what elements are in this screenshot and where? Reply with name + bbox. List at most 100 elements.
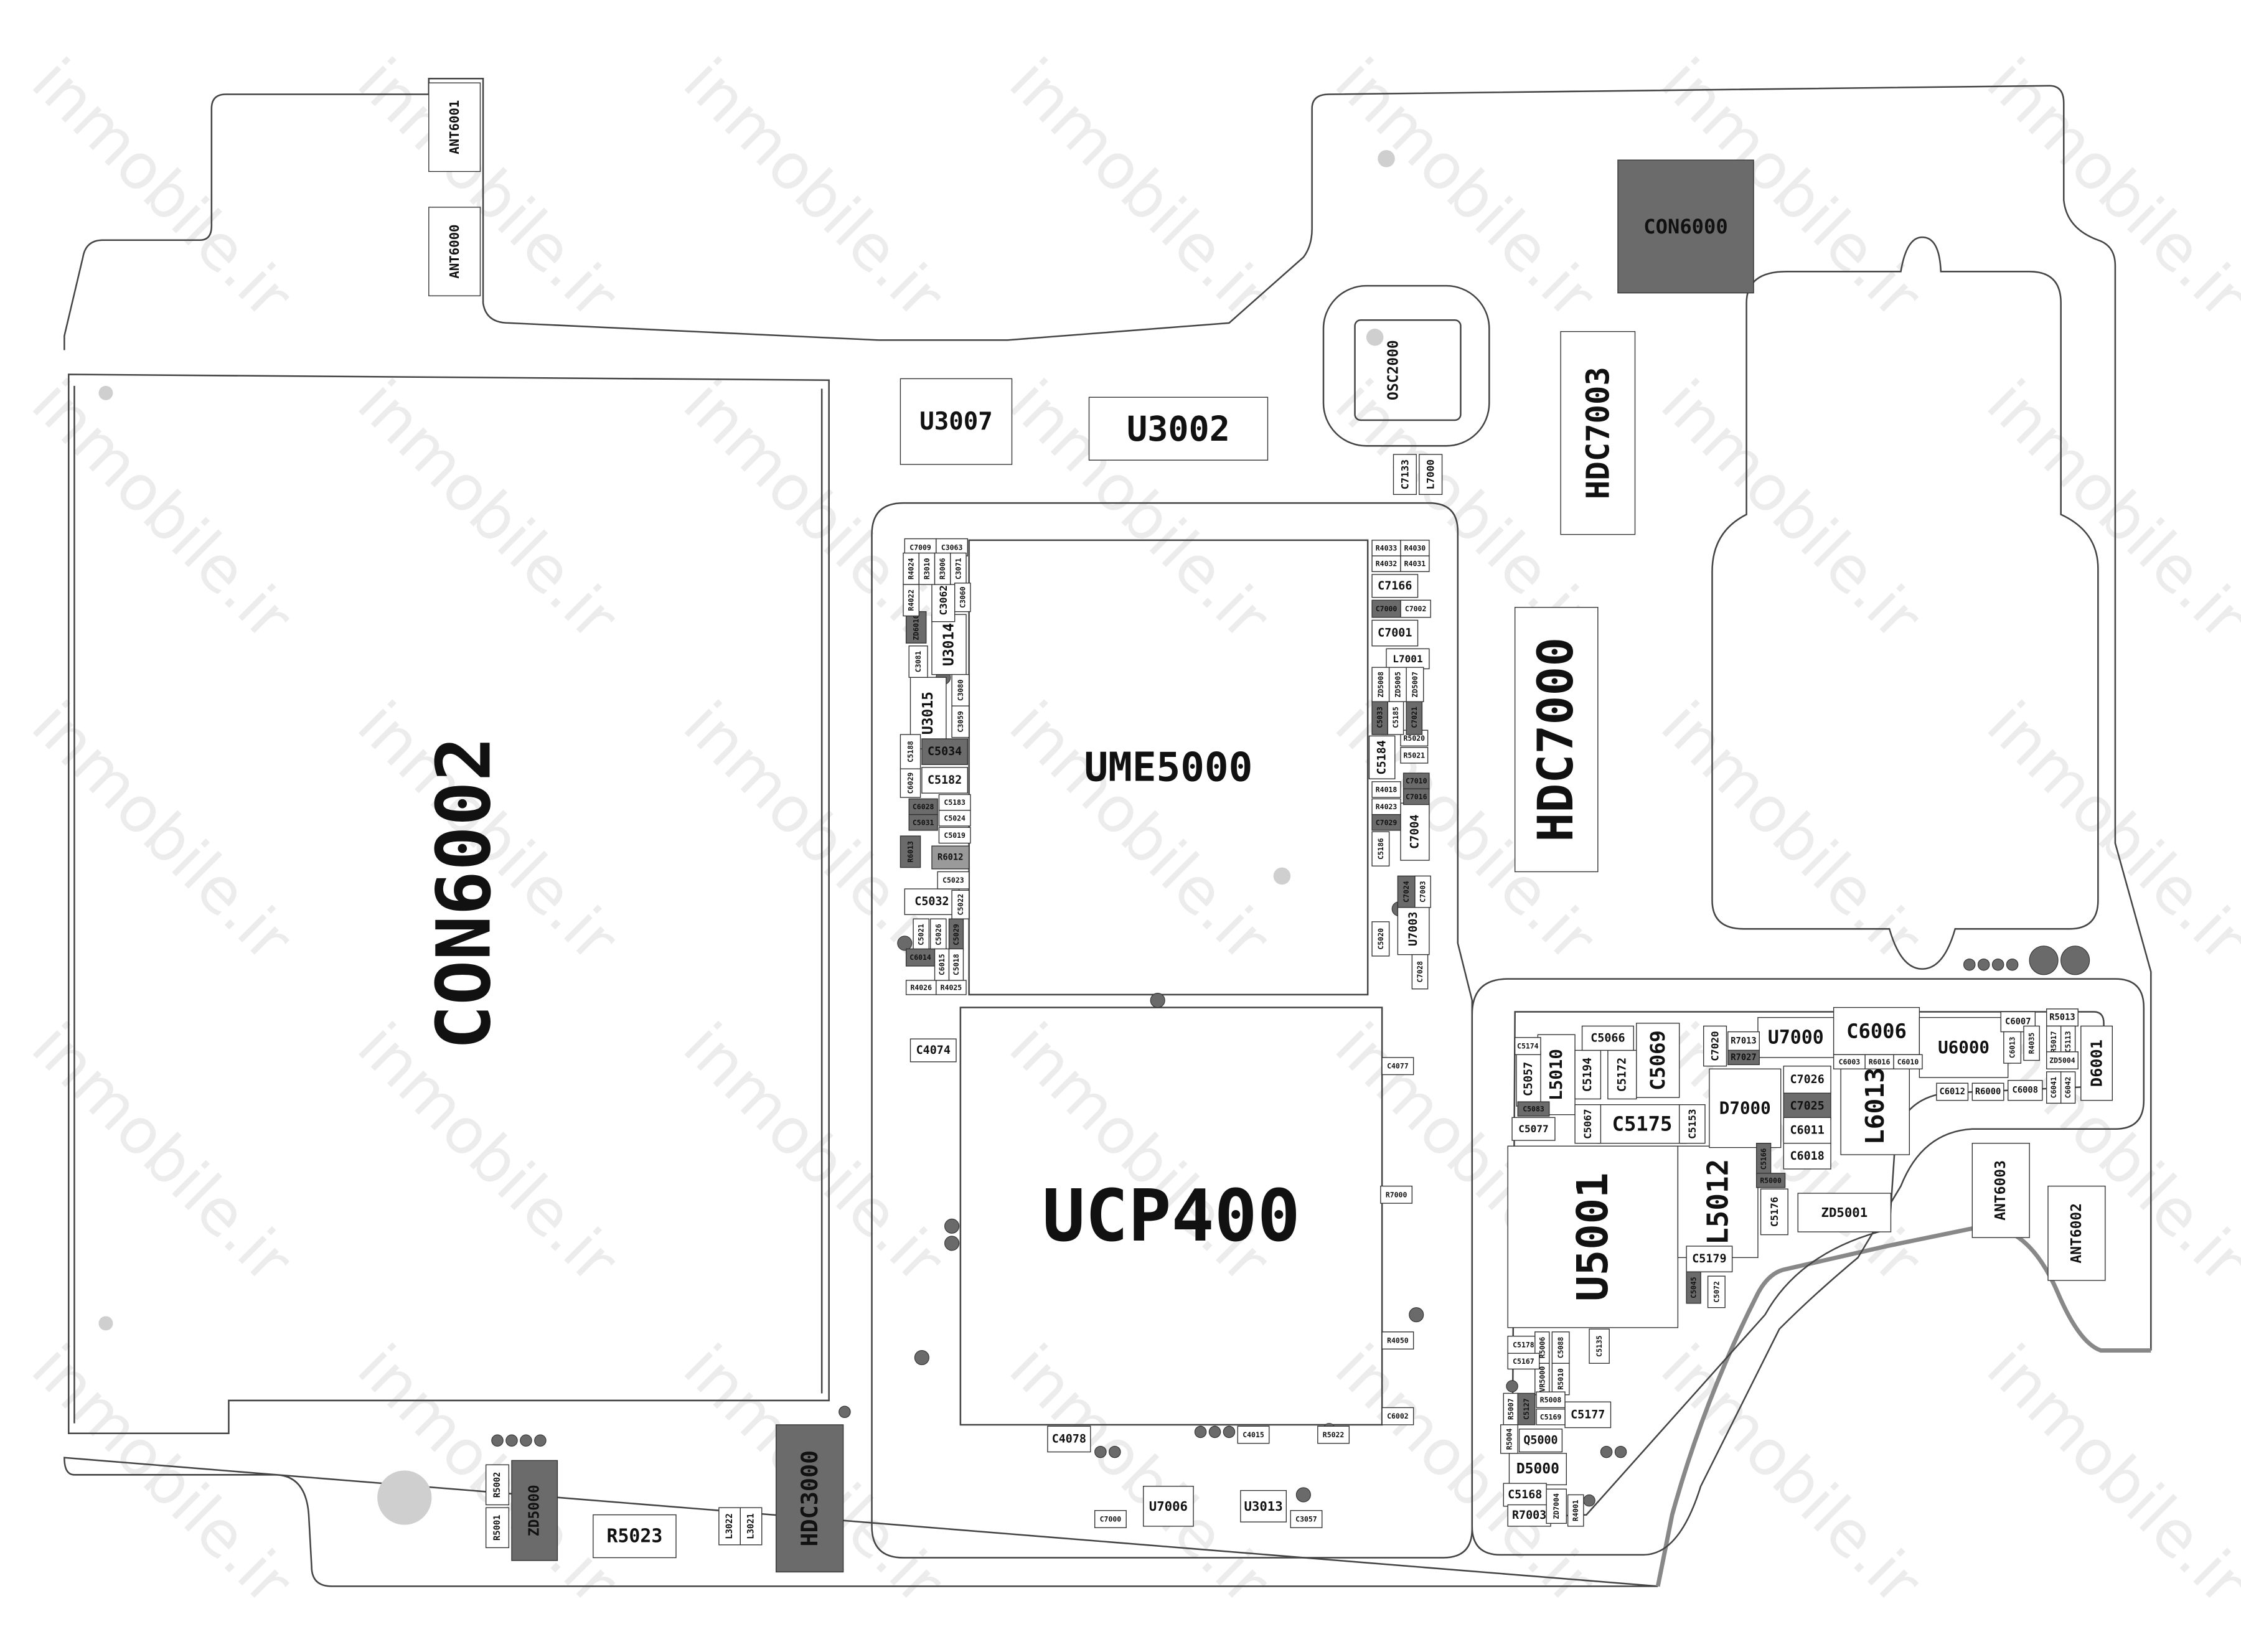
component-c5019[interactable]: C5019 — [938, 827, 971, 844]
component-c6002[interactable]: C6002 — [1381, 1407, 1414, 1425]
component-c6041[interactable]: C6041 — [2046, 1071, 2062, 1104]
component-c5023[interactable]: C5023 — [937, 871, 970, 889]
component-c5083[interactable]: C5083 — [1517, 1101, 1550, 1117]
component-r5022[interactable]: R5022 — [1317, 1425, 1350, 1444]
component-r5008[interactable]: R5008 — [1536, 1391, 1566, 1409]
component-l5012[interactable]: L5012 — [1677, 1145, 1759, 1259]
component-l3022[interactable]: L3022 — [718, 1507, 741, 1546]
component-c3060[interactable]: C3060 — [954, 583, 971, 612]
component-c7026[interactable]: C7026 — [1783, 1066, 1831, 1094]
component-c5184[interactable]: C5184 — [1368, 735, 1396, 779]
component-c4015[interactable]: C4015 — [1237, 1425, 1270, 1444]
component-c6013[interactable]: C6013 — [2003, 1031, 2022, 1064]
component-c5072[interactable]: C5072 — [1707, 1275, 1726, 1308]
component-r7000[interactable]: R7000 — [1380, 1185, 1413, 1204]
component-ume5000[interactable]: UME5000 — [1084, 744, 1252, 791]
component-r6013[interactable]: R6013 — [900, 835, 921, 868]
component-c5057[interactable]: C5057 — [1516, 1051, 1541, 1107]
component-r4001[interactable]: R4001 — [1567, 1494, 1584, 1527]
component-c5077[interactable]: C5077 — [1511, 1117, 1556, 1141]
component-r4030[interactable]: R4030 — [1400, 540, 1430, 556]
component-c7020[interactable]: C7020 — [1703, 1025, 1727, 1067]
component-r5002[interactable]: R5002 — [485, 1464, 510, 1506]
component-c7166[interactable]: C7166 — [1371, 574, 1419, 598]
component-d7000[interactable]: D7000 — [1709, 1068, 1782, 1148]
component-u7000[interactable]: U7000 — [1757, 1016, 1835, 1058]
component-l7001[interactable]: L7001 — [1386, 648, 1430, 670]
component-l6013[interactable]: L6013 — [1840, 1057, 1910, 1155]
component-c5172[interactable]: C5172 — [1607, 1049, 1637, 1100]
component-zd5007[interactable]: ZD5007 — [1406, 667, 1424, 702]
component-r4024[interactable]: R4024 — [903, 552, 919, 585]
component-c6011[interactable]: C6011 — [1783, 1117, 1831, 1144]
component-c5179[interactable]: C5179 — [1686, 1246, 1733, 1272]
component-c3081[interactable]: C3081 — [908, 645, 928, 678]
component-q5000[interactable]: Q5000 — [1518, 1429, 1563, 1453]
component-r5007[interactable]: R5007 — [1503, 1392, 1518, 1425]
component-r3010[interactable]: R3010 — [918, 552, 936, 585]
component-con6002[interactable]: CON6002 — [421, 736, 508, 1049]
component-c6014[interactable]: C6014 — [905, 948, 936, 967]
component-c7004[interactable]: C7004 — [1400, 802, 1430, 861]
component-c5186[interactable]: C5186 — [1371, 831, 1390, 866]
component-c5177[interactable]: C5177 — [1564, 1401, 1612, 1429]
component-c7016[interactable]: C7016 — [1402, 788, 1430, 805]
component-c7133[interactable]: C7133 — [1393, 454, 1417, 495]
component-r4050[interactable]: R4050 — [1381, 1331, 1414, 1349]
component-r4022[interactable]: R4022 — [903, 584, 919, 617]
component-c5175[interactable]: C5175 — [1597, 1104, 1687, 1144]
component-r4026[interactable]: R4026 — [905, 980, 937, 995]
component-r5010[interactable]: R5010 — [1551, 1363, 1570, 1396]
component-c5069[interactable]: C5069 — [1636, 1023, 1680, 1098]
component-zd5001[interactable]: ZD5001 — [1797, 1193, 1892, 1232]
component-c7028[interactable]: C7028 — [1411, 954, 1429, 990]
component-r4025[interactable]: R4025 — [936, 980, 967, 995]
component-c5127[interactable]: C5127 — [1517, 1392, 1536, 1425]
component-l3021[interactable]: L3021 — [740, 1507, 763, 1546]
component-zd5008[interactable]: ZD5008 — [1371, 667, 1390, 702]
component-c5166[interactable]: C5166 — [1755, 1142, 1772, 1175]
component-ant6000[interactable]: ANT6000 — [428, 207, 481, 296]
component-c5018[interactable]: C5018 — [948, 948, 964, 981]
component-c5169[interactable]: C5169 — [1536, 1409, 1566, 1425]
component-r5013[interactable]: R5013 — [2046, 1008, 2079, 1027]
component-r5017[interactable]: R5017 — [2046, 1025, 2062, 1058]
component-c6015[interactable]: C6015 — [934, 948, 950, 981]
component-c5153[interactable]: C5153 — [1678, 1104, 1706, 1144]
component-d6001[interactable]: D6001 — [2080, 1025, 2113, 1101]
component-c3057[interactable]: C3057 — [1290, 1510, 1323, 1528]
component-c5182[interactable]: C5182 — [921, 767, 969, 794]
component-c5194[interactable]: C5194 — [1574, 1049, 1602, 1100]
component-c7025[interactable]: C7025 — [1783, 1092, 1831, 1120]
component-c6042[interactable]: C6042 — [2060, 1071, 2076, 1104]
component-c5183[interactable]: C5183 — [938, 794, 971, 811]
component-r5000[interactable]: R5000 — [1755, 1173, 1786, 1188]
component-u7003[interactable]: U7003 — [1397, 903, 1430, 955]
component-zd5000[interactable]: ZD5000 — [511, 1460, 558, 1561]
component-r4023[interactable]: R4023 — [1371, 798, 1401, 815]
component-ucp400[interactable]: UCP400 — [1042, 1175, 1300, 1258]
component-r5023[interactable]: R5023 — [593, 1514, 677, 1559]
component-c7000[interactable]: C7000 — [1094, 1510, 1127, 1528]
component-c3062[interactable]: C3062 — [931, 578, 956, 622]
component-c5066[interactable]: C5066 — [1581, 1025, 1634, 1051]
component-r7013[interactable]: R7013 — [1727, 1031, 1760, 1051]
component-d5000[interactable]: D5000 — [1508, 1453, 1567, 1486]
component-c7021[interactable]: C7021 — [1406, 700, 1423, 735]
component-r5021[interactable]: R5021 — [1400, 747, 1429, 764]
component-vr5000[interactable]: VR5000 — [1534, 1363, 1550, 1396]
component-c5029[interactable]: C5029 — [948, 918, 964, 951]
component-c5167[interactable]: C5167 — [1507, 1353, 1540, 1370]
component-c5088[interactable]: C5088 — [1551, 1331, 1570, 1364]
component-r6000[interactable]: R6000 — [1971, 1082, 2004, 1101]
component-c5020[interactable]: C5020 — [1371, 921, 1390, 957]
component-c7000[interactable]: C7000 — [1371, 599, 1401, 618]
component-c5135[interactable]: C5135 — [1589, 1328, 1610, 1364]
component-c6029[interactable]: C6029 — [900, 768, 921, 798]
component-c7024[interactable]: C7024 — [1397, 875, 1416, 908]
component-r6016[interactable]: R6016 — [1864, 1054, 1894, 1069]
component-c5045[interactable]: C5045 — [1686, 1271, 1701, 1304]
component-c6018[interactable]: C6018 — [1783, 1142, 1831, 1170]
component-zd5005[interactable]: ZD5005 — [1388, 667, 1407, 702]
component-c6028[interactable]: C6028 — [908, 798, 938, 815]
